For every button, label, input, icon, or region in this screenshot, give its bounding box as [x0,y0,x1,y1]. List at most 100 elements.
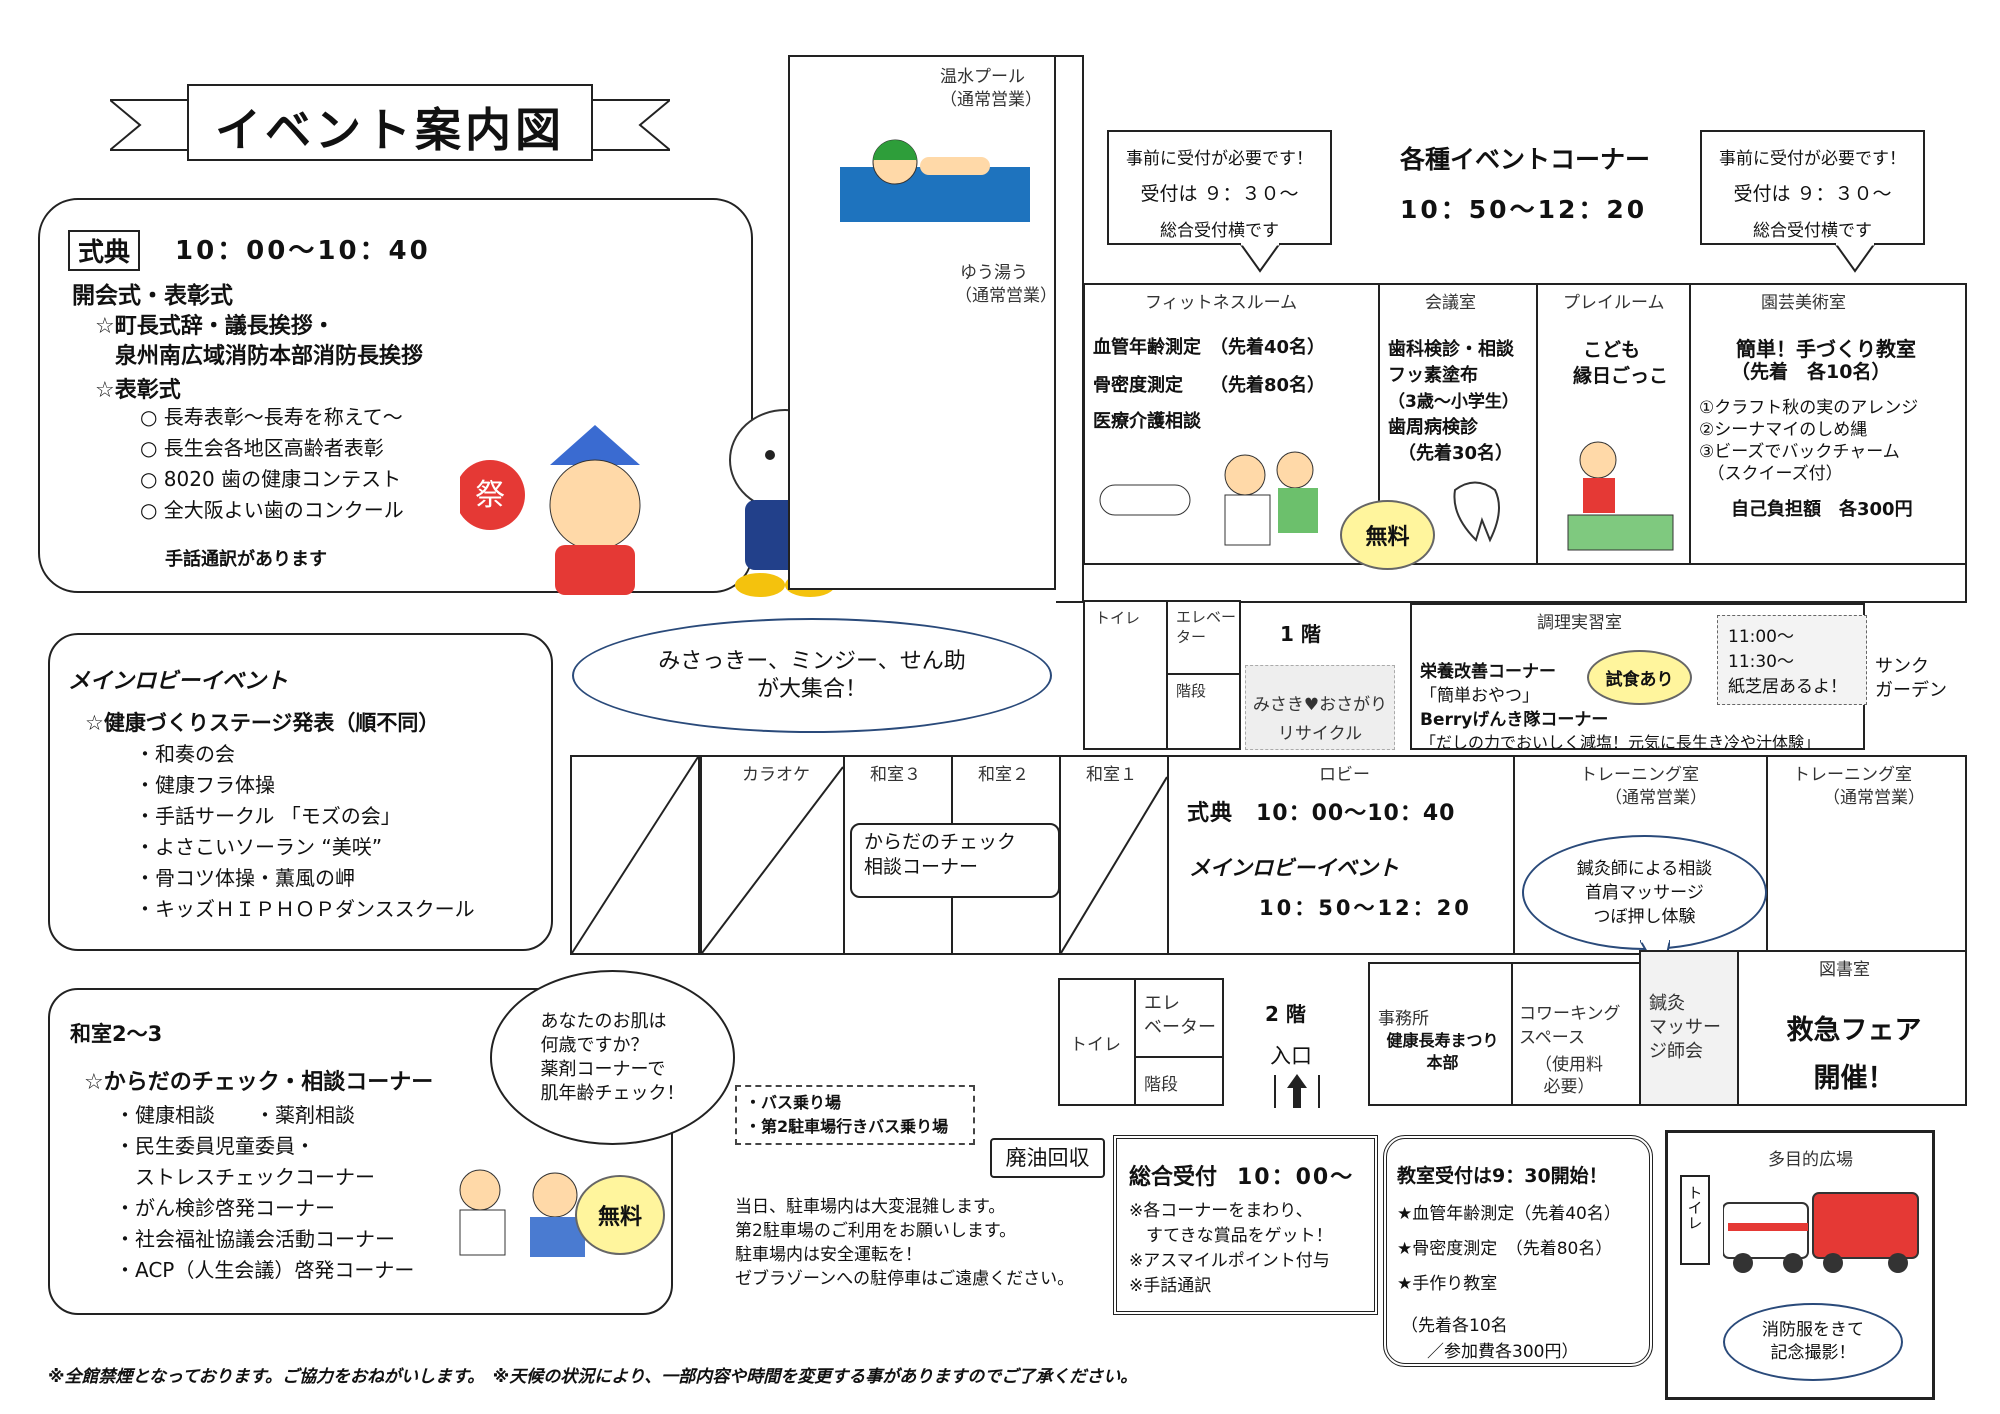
massage-label: 鍼灸 マッサー ジ師会 [1649,993,1721,1062]
meeting-item: （3歳～小学生） [1388,392,1519,412]
wa2-label: 和室２ [978,765,1029,785]
play-item: 縁日ごっこ [1573,365,1669,387]
classroom-title: 教室受付は9：30開始！ [1397,1165,1608,1187]
room-library: 図書室 救急フェア 開催！ [1737,950,1967,1106]
room-elevator-2: エレ ベーター [1134,978,1224,1058]
garden-item: （スクイーズ付） [1699,464,1843,484]
training-1-label: トレーニング室 [1580,765,1699,785]
body-check-label-box: からだのチェック 相談コーナー [850,823,1060,898]
room-stairs-1: 階段 [1166,673,1241,750]
plaza-label: 多目的広場 [1768,1150,1853,1170]
room-pool-label: 温水プール [940,67,1025,87]
elevator-2-label: エレ ベーター [1144,993,1216,1038]
reception-note: すてきな賞品をゲット！ [1129,1226,1333,1246]
garden-item: ①クラフト秋の実のアレンジ [1699,398,1919,418]
emergency-fair: 救急フェア 開催！ [1786,1015,1922,1094]
elevator-1-label: エレベーター [1176,608,1237,646]
stairs-2-label: 階段 [1144,1075,1178,1095]
list-item: ・キッズＨＩＰＨＯＰダンススクール [135,897,475,921]
outer-wall-line [1056,563,1967,603]
room-pool: 温水プール （通常営業） [788,55,1056,255]
wa1-label: 和室１ [1086,765,1137,785]
cowork-note: （使用料 必要） [1535,1055,1603,1097]
washitsu-corner: ☆からだのチェック・相談コーナー [84,1070,434,1095]
ceremony-time: 10：00～10：40 [175,236,431,266]
list-item: ○ 長寿表彰～長寿を称えて～ [140,405,403,429]
event-corner-time: 10：50～12：20 [1400,195,1648,224]
list-item: ・よさこいソーラン “美咲” [135,835,383,859]
bus-stop-line-1: ・バス乗り場 [745,1093,842,1112]
room-massage: 鍼灸 マッサー ジ師会 [1639,950,1739,1106]
ribbon-icon [107,84,673,161]
training-1-note: （通常営業） [1605,788,1707,808]
floor-2-label: 2 階 [1265,1002,1306,1026]
room-yuyu-label: ゆう湯う [960,263,1028,283]
cooking-item: 「だしの力でおいしく減塩！元気に長生き冷や汁体験」 [1420,733,1821,752]
cooking-item: Berryげんき隊コーナー [1420,710,1609,730]
callout-right-line-2: 受付は ９：３０～ [1733,183,1892,205]
room-fitness: フィットネスルーム 血管年齢測定 （先着40名） 骨密度測定 （先着80名） 医… [1083,283,1435,570]
plaza-toilet-label: トイレ [1685,1185,1704,1230]
room-karaoke: カラオケ [700,755,845,955]
list-item: ★手作り教室 [1397,1274,1498,1294]
footer-note: ※全館禁煙となっております。ご協力をおねがいします。 ※天候の状況により、一部内… [48,1367,1138,1387]
list-item: ・がん検診啓発コーナー [115,1196,335,1220]
classroom-list: ★血管年齢測定（先着40名） ★骨密度測定 （先着80名） ★手作り教室 [1397,1197,1621,1302]
callout-left-line-3: 総合受付横です [1160,221,1279,241]
plaza-panel: 多目的広場 トイレ 消防服をきて 記念撮影！ [1665,1130,1935,1400]
room-coworking: コワーキング スペース （使用料 必要） [1511,962,1641,1106]
ambulance-firetruck-icon [1722,1178,1923,1282]
meeting-item: 歯科検診・相談 [1388,339,1514,360]
callout-right: 事前に受付が必要です！ 受付は ９：３０～ 総合受付横です [1700,130,1925,245]
washitsu-free-badge: 無料 [575,1175,665,1255]
tooth-icon [1445,480,1505,549]
list-item: ・ACP（人生会議）啓発コーナー [115,1258,415,1282]
room-yuyu-note: （通常営業） [955,286,1057,306]
kamishibai-line: 11:30～ [1728,652,1794,672]
recycle-line-2: リサイクル [1277,724,1363,744]
list-item: ・健康相談 ・薬剤相談 [115,1103,355,1127]
parking-note: 駐車場内は安全運転を！ [735,1245,922,1265]
main-lobby-panel: メインロビーイベント ☆健康づくりステージ発表（順不同） ・和奏の会 ・健康フラ… [48,633,553,951]
list-item: ★血管年齢測定（先着40名） [1397,1204,1621,1224]
main-lobby-stage: ☆健康づくりステージ発表（順不同） [85,711,440,735]
fitness-item: 骨密度測定 （先着80名） [1093,375,1326,396]
meeting-item: フッ素塗布 [1388,365,1478,386]
acupuncture-bubble-text: 鍼灸師による相談 首肩マッサージ つぼ押し体験 [1576,858,1713,927]
toilet-2-label: トイレ [1070,1035,1121,1055]
list-item: ・社会福祉協議会活動コーナー [115,1227,395,1251]
waste-oil-box: 廃油回収 [990,1138,1105,1178]
list-item: ○ 8020 歯の健康コンテスト [140,467,402,491]
room-fitness-label: フィットネスルーム [1145,293,1298,313]
room-toilet-2: トイレ [1058,978,1136,1106]
meeting-item: 歯周病検診 [1388,417,1478,438]
reception-title: 総合受付 [1129,1165,1218,1190]
wa3-label: 和室３ [870,765,921,785]
reception-note: ※アスマイルポイント付与 [1129,1251,1330,1271]
list-item: ストレスチェックコーナー [115,1165,375,1189]
washitsu-panel: 和室2～3 ☆からだのチェック・相談コーナー ・健康相談 ・薬剤相談 ・民生委員… [48,988,673,1315]
kamishibai-line: 紙芝居あるよ！ [1728,677,1847,697]
list-item: ・民生委員児童委員・ [115,1134,315,1158]
reception-note: ※手話通訳 [1129,1276,1212,1296]
lobby-label: ロビー [1319,765,1370,785]
page-title: イベント案内図 [215,103,565,157]
recycle-line-1: みさき♥おさがり [1252,695,1388,715]
mascot-bubble-text: みさっきー、ミンジー、せん助 が大集合！ [658,648,966,702]
training-2-label: トレーニング室 [1793,765,1912,785]
kamishibai-note: 11:00～ 11:30～ 紙芝居あるよ！ [1717,615,1867,705]
lobby-ceremony: 式典 10：00～10：40 [1187,801,1456,826]
list-item: ・健康フラ体操 [135,773,275,797]
bus-stop-box: ・バス乗り場 ・第2駐車場行きバス乗り場 [735,1085,975,1145]
reception-notes: ※各コーナーをまわり、 すてきな賞品をゲット！ ※アスマイルポイント付与 ※手話… [1129,1199,1333,1299]
room-play-label: プレイルーム [1563,293,1665,313]
room-play: プレイルーム こども 縁日ごっこ [1536,283,1691,565]
room-toilet-1: トイレ [1083,600,1168,750]
sign-language-note: 手話通訳があります [165,549,327,570]
floor-1-label: 1 階 [1280,622,1321,646]
callout-left-line-1: 事前に受付が必要です！ [1126,149,1313,169]
room-training-2: トレーニング室 （通常営業） [1766,755,1967,955]
classroom-note-1: （先着各10名 [1401,1316,1508,1336]
mascot-misakky-icon: 祭 [455,425,680,615]
toilet-1-label: トイレ [1095,609,1141,627]
